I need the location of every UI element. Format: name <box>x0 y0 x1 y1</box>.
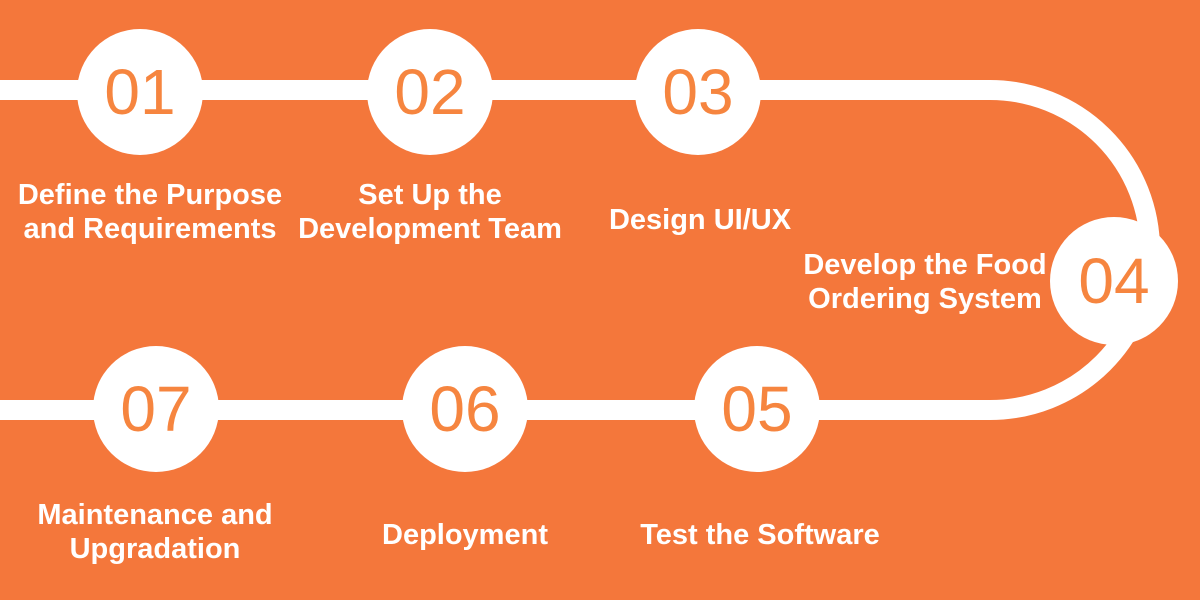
step-04-circle: 04 <box>1050 217 1178 345</box>
step-05-label-line-1: Test the Software <box>640 519 880 551</box>
step-02-number: 02 <box>394 56 466 128</box>
step-06-label-line-1: Deployment <box>382 519 548 551</box>
step-02-label-line-1: Set Up the <box>358 179 502 211</box>
step-02-label-line-2: Development Team <box>298 213 562 245</box>
step-03-label: Design UI/UX <box>558 203 842 237</box>
step-01-label-line-2: and Requirements <box>23 213 277 245</box>
step-07-label: Maintenance and Upgradation <box>13 498 297 566</box>
step-01-label-line-1: Define the Purpose <box>17 179 283 211</box>
step-06-label: Deployment <box>323 518 607 552</box>
step-06-circle: 06 <box>402 346 528 472</box>
step-02-circle: 02 <box>367 29 493 155</box>
step-01-label: Define the Purpose and Requirements <box>10 178 290 246</box>
step-05-circle: 05 <box>694 346 820 472</box>
step-04-label: Develop the Food Ordering System <box>785 248 1065 316</box>
step-07-label-line-2: Upgradation <box>69 533 241 565</box>
step-03-label-line-1: Design UI/UX <box>608 204 792 236</box>
step-07-circle: 07 <box>93 346 219 472</box>
step-01-number: 01 <box>104 56 176 128</box>
step-06-number: 06 <box>429 373 501 445</box>
step-03-number: 03 <box>662 56 734 128</box>
step-05-number: 05 <box>721 373 793 445</box>
step-07-label-line-1: Maintenance and <box>37 499 273 531</box>
step-03-circle: 03 <box>635 29 761 155</box>
step-04-number: 04 <box>1078 245 1150 317</box>
step-07-number: 07 <box>120 373 192 445</box>
step-05-label: Test the Software <box>618 518 902 552</box>
step-02-label: Set Up the Development Team <box>290 178 570 246</box>
step-04-label-line-2: Ordering System <box>808 283 1042 315</box>
step-01-circle: 01 <box>77 29 203 155</box>
step-04-label-line-1: Develop the Food <box>803 249 1047 281</box>
